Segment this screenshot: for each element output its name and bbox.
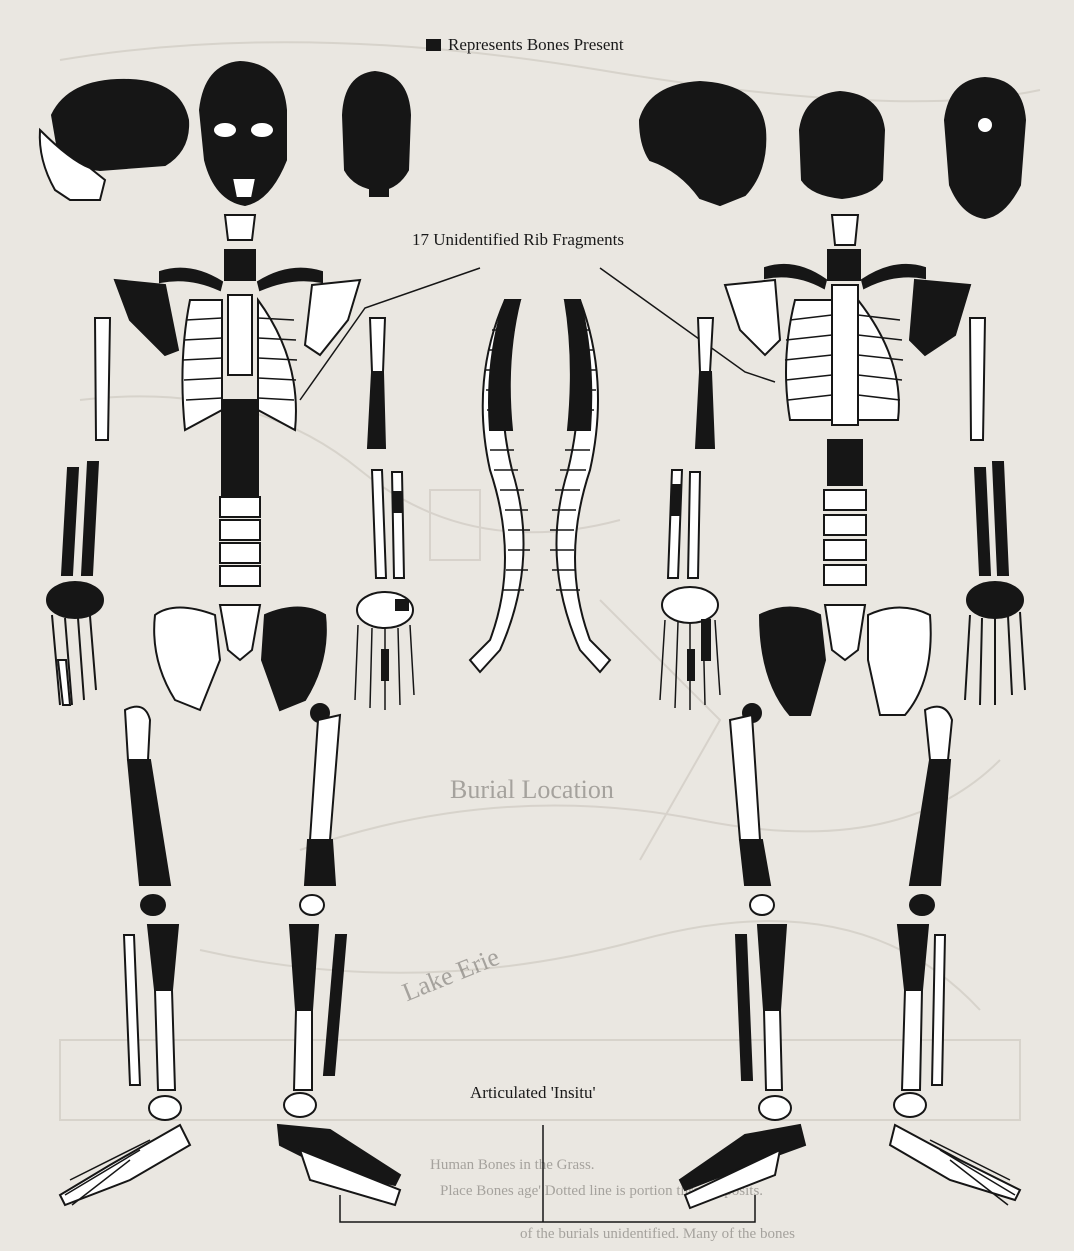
patella-right-front bbox=[141, 895, 165, 915]
tibia-right-distal-front bbox=[155, 990, 175, 1090]
upper-thoracic-back bbox=[828, 250, 860, 280]
hand-left-front bbox=[355, 592, 414, 710]
hand-right-back bbox=[660, 587, 720, 710]
anterior-skeleton bbox=[47, 215, 414, 1205]
femur-right-back bbox=[730, 715, 760, 840]
lower-thoracic-back bbox=[828, 440, 862, 485]
ulna-left-back bbox=[993, 462, 1008, 575]
hand-left-back bbox=[965, 582, 1025, 705]
spine-lateral-right bbox=[550, 300, 610, 672]
skull-lateral-left bbox=[40, 80, 188, 200]
cervical-vertebrae-back bbox=[832, 215, 858, 245]
skull-basal-right bbox=[945, 78, 1025, 218]
humerus-left-distal-front bbox=[368, 372, 385, 448]
posterior-skeleton bbox=[660, 215, 1025, 1208]
humerus-right-distal-back bbox=[696, 372, 714, 448]
pelvis-left-front bbox=[262, 608, 326, 711]
scapula-right-front bbox=[115, 280, 178, 355]
fibula-right-front bbox=[124, 935, 140, 1085]
ribcage-back bbox=[785, 285, 903, 425]
radius-left-front bbox=[372, 470, 386, 578]
upper-thoracic-front bbox=[225, 250, 255, 280]
lumbar-spine-back bbox=[824, 490, 866, 585]
femur-left-prox-back bbox=[925, 707, 952, 760]
ulna-right-front bbox=[82, 462, 98, 575]
tibia-left-front bbox=[290, 925, 318, 1010]
cervical-vertebrae-front bbox=[225, 215, 255, 240]
patella-left-front bbox=[300, 895, 324, 915]
femur-right-distal-back bbox=[740, 840, 770, 885]
humerus-right-front bbox=[95, 318, 110, 440]
humerus-left-front bbox=[370, 318, 385, 372]
skull-frontal-left bbox=[200, 62, 286, 205]
foot-left-back bbox=[890, 1093, 1020, 1205]
humerus-left-back bbox=[970, 318, 985, 440]
sacrum-front bbox=[220, 605, 260, 660]
tibia-left-distal-front bbox=[294, 1010, 312, 1090]
pelvis-right-front bbox=[154, 608, 220, 711]
femur-right-front bbox=[128, 760, 170, 885]
fibula-left-front bbox=[324, 935, 346, 1075]
tibia-right-distal-back bbox=[764, 1010, 782, 1090]
skull-posterior-right bbox=[800, 92, 884, 198]
ulna-left-fragment-front bbox=[393, 492, 402, 512]
radius-left-back bbox=[975, 468, 990, 575]
sacrum-back bbox=[825, 605, 865, 660]
femur-left-front bbox=[310, 715, 340, 840]
radius-right-front bbox=[62, 468, 78, 575]
patella-left-back bbox=[910, 895, 934, 915]
tibia-right-back bbox=[758, 925, 786, 1010]
scapula-left-front bbox=[305, 280, 360, 355]
tibia-right-front bbox=[148, 925, 178, 990]
scapula-left-back bbox=[910, 280, 970, 355]
pelvis-left-back bbox=[868, 608, 931, 716]
vertebral-column-pair bbox=[470, 300, 610, 672]
clavicle-right-front bbox=[160, 269, 222, 290]
radius-right-fragment-back bbox=[672, 485, 680, 515]
pelvis-right-back bbox=[760, 608, 825, 716]
skull-lateral-right bbox=[640, 82, 765, 205]
humerus-right-back bbox=[698, 318, 713, 372]
skull-views-left bbox=[40, 62, 410, 205]
thoracic-spine-front bbox=[222, 400, 258, 495]
ulna-right-back bbox=[688, 472, 700, 578]
fibula-left-back bbox=[932, 935, 945, 1085]
femur-left-back bbox=[910, 760, 950, 885]
foot-right-front bbox=[60, 1096, 190, 1205]
hand-right-front bbox=[47, 582, 103, 705]
patella-right-back bbox=[750, 895, 774, 915]
skull-views-right bbox=[640, 78, 1025, 218]
spine-lateral-left bbox=[470, 300, 530, 672]
tibia-left-back bbox=[898, 925, 928, 990]
fibula-right-back bbox=[736, 935, 752, 1080]
femur-right-prox-front bbox=[125, 707, 150, 760]
foot-right-back bbox=[680, 1096, 805, 1208]
scapula-right-back bbox=[725, 280, 780, 355]
ulna-left-front bbox=[392, 472, 404, 578]
foot-left-front bbox=[278, 1093, 400, 1205]
skull-posterior-left bbox=[343, 72, 410, 196]
tibia-left-distal-back bbox=[902, 990, 922, 1090]
femur-left-distal-front bbox=[305, 840, 335, 885]
lumbar-spine-front bbox=[220, 497, 260, 586]
